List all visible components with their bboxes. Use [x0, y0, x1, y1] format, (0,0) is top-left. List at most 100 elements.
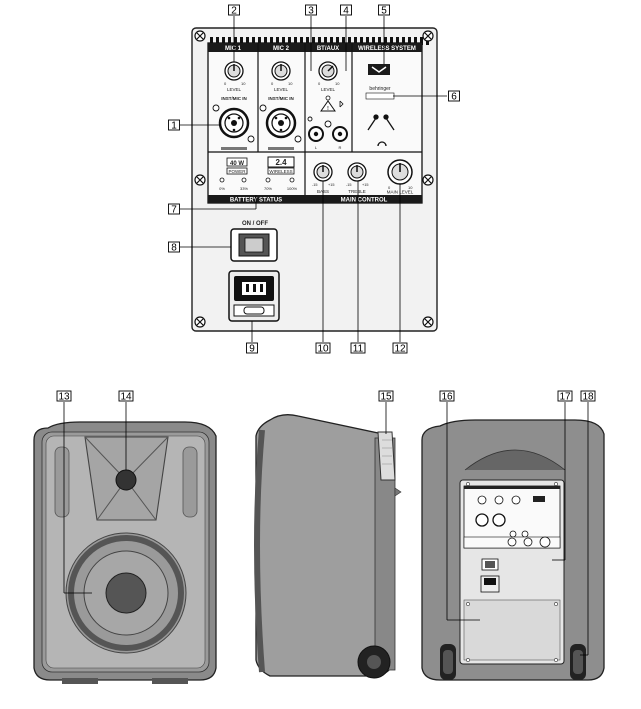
callout-10: 10 [315, 342, 331, 355]
woofer [65, 532, 187, 654]
callout-16: 16 [439, 390, 455, 403]
callout-14: 14 [118, 390, 134, 403]
callout-6: 6 [448, 90, 460, 103]
btaux-knob-min: 0 [318, 81, 321, 86]
callout-number: 10 [317, 344, 329, 355]
callout-number: 7 [171, 205, 177, 216]
section-wireless: WIRELESS SYSTEM [358, 46, 416, 52]
power-switch-label: ON / OFF [242, 221, 268, 227]
callout-number: 13 [58, 392, 70, 403]
rear-wheel-right [570, 644, 586, 680]
section-mic2: MIC 2 [273, 46, 290, 52]
power-switch[interactable] [230, 228, 278, 262]
callout-number: 16 [441, 392, 453, 403]
section-mic1: MIC 1 [225, 46, 242, 52]
callout-number: 11 [353, 344, 364, 355]
battery-pct-0: 0% [219, 186, 225, 191]
callout-number: 8 [171, 243, 177, 254]
side-cabinet [255, 414, 395, 677]
callout-17: 17 [557, 390, 573, 403]
treble-knob[interactable] [347, 162, 367, 182]
mic1-knob-min: 0 [224, 81, 227, 86]
svg-text:!: ! [327, 106, 329, 112]
callout-15: 15 [378, 390, 394, 403]
telescopic-handle[interactable] [377, 431, 396, 481]
aux-right-label: R [339, 145, 342, 150]
mic2-knob-max: 10 [288, 81, 293, 86]
btaux-level-knob[interactable] [318, 61, 338, 81]
callout-18: 18 [580, 390, 596, 403]
bt-led [325, 95, 331, 101]
callout-4: 4 [340, 4, 352, 17]
mic2-knob-min: 0 [271, 81, 274, 86]
aux-left-label: L [315, 145, 318, 150]
btaux-level-label: LEVEL [321, 87, 336, 92]
side-wheel [357, 645, 391, 679]
bass-min: -15 [312, 183, 318, 187]
battery-pct-33: 33% [240, 186, 248, 191]
battery-pct-100: 100% [287, 186, 298, 191]
callout-number: 9 [249, 344, 255, 355]
main-level-knob[interactable] [387, 159, 413, 185]
treble-min: -15 [346, 183, 352, 187]
callout-number: 18 [582, 392, 594, 403]
main-level-min: 0 [388, 185, 391, 190]
callout-8: 8 [168, 241, 180, 254]
callout-5: 5 [378, 4, 390, 17]
battery-pct-70: 70% [264, 186, 272, 191]
wireless-24-label: 2.4 [275, 158, 287, 167]
callout-number: 12 [394, 344, 406, 355]
callout-number: 6 [451, 92, 457, 103]
section-btaux: BT/AUX [317, 46, 339, 52]
callout-number: 3 [308, 6, 314, 17]
mic1-combo-jack[interactable] [218, 107, 250, 139]
callout-11: 11 [350, 342, 366, 355]
mic2-level-label: LEVEL [274, 87, 289, 92]
bass-max: +15 [328, 183, 334, 187]
callout-number: 17 [559, 392, 571, 403]
callout-1: 1 [168, 119, 180, 132]
callout-number: 14 [120, 392, 132, 403]
aux-input-left[interactable] [308, 126, 324, 142]
rear-view [421, 419, 605, 681]
bluetooth-icon [339, 100, 344, 108]
main-level-max: 10 [408, 185, 413, 190]
mic2-input-label: INST/MIC IN [268, 96, 294, 101]
tweeter-horn [84, 436, 169, 521]
callout-7: 7 [168, 203, 180, 216]
wireless-display [368, 64, 390, 75]
callout-3: 3 [305, 4, 317, 17]
mic1-level-label: LEVEL [227, 87, 242, 92]
battery-leds [219, 177, 295, 183]
wireless-label: WIRELESS [269, 169, 292, 174]
treble-label: TREBLE [348, 189, 366, 194]
callout-9: 9 [246, 342, 258, 355]
side-view [254, 414, 402, 679]
control-panel: MIC 1 MIC 2 BT/AUX WIRELESS SYSTEM BATTE… [191, 27, 438, 332]
treble-max: +15 [362, 183, 368, 187]
callout-number: 5 [381, 6, 387, 17]
mic2-combo-jack[interactable] [265, 107, 297, 139]
wireless-mic-icon [367, 114, 395, 147]
top-callouts [180, 16, 447, 342]
callout-number: 2 [231, 6, 237, 17]
power-rating-label: 40 W [230, 161, 244, 167]
rear-wheel-left [440, 644, 456, 680]
mic1-level-knob[interactable] [224, 61, 244, 81]
ac-power-inlet[interactable] [228, 270, 280, 322]
mic2-level-knob[interactable] [271, 61, 291, 81]
callout-13: 13 [56, 390, 72, 403]
section-main: MAIN CONTROL [341, 198, 388, 204]
power-label: POWER [228, 169, 246, 174]
callout-number: 15 [380, 392, 392, 403]
mic1-knob-max: 10 [241, 81, 246, 86]
front-view [33, 421, 217, 684]
bass-knob[interactable] [313, 162, 333, 182]
aux-input-right[interactable] [332, 126, 348, 142]
bottom-callouts [63, 402, 589, 656]
callout-number: 1 [171, 121, 177, 132]
bluetooth-pair-button[interactable]: ! [320, 100, 336, 112]
wireless-brand: behringer [369, 86, 390, 92]
